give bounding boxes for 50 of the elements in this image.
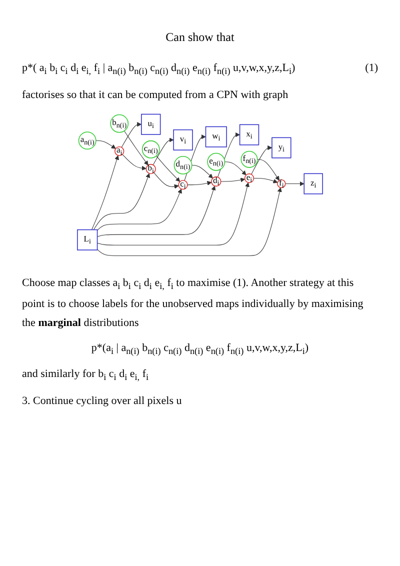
heading: Can show that — [164, 30, 236, 45]
arrow — [122, 154, 146, 171]
node-circle: f$_{n(i)}$ — [240, 151, 258, 168]
paragraph: Choose map classes a$_{i}$ b$_{i}$ c$_{i}$ d$_{i}$ e$_{i,}$ f$_{i}$ to maximise (1). Another strategy at this point is to choose labels for the unobserved maps individually by maximising the marginal distributions — [22, 276, 364, 331]
node-box: y$_{i}$ — [272, 138, 292, 159]
node-circle: c$_{n(i)}$ — [142, 140, 160, 159]
node-box: x$_{i}$ — [239, 124, 260, 146]
arrow — [97, 188, 282, 256]
node-box: z$_{i}$ — [304, 174, 323, 195]
arrow — [97, 186, 216, 238]
arrow — [124, 131, 148, 166]
node-circle: f$_{i}$ — [277, 180, 286, 189]
arrow — [93, 174, 150, 230]
arrow — [121, 122, 142, 148]
node-circle: e$_{n(i)}$ — [207, 153, 226, 172]
arrow — [156, 156, 180, 182]
formula: p*( a$_{i}$ b$_{i}$ c$_{i}$ d$_{i}$ e$_{i,}$ f$_{i}$ | a$_{n(i)}$ b$_{n(i)}$ c$_{n(i)}$ d$_{n(i)}$ e$_{n(i)}$ f$_{n(i)}$ u,v,w,x,y,z,L$_{i}$) — [22, 61, 296, 78]
arrow — [187, 181, 212, 186]
arrow — [217, 132, 240, 178]
node-box: u$_{i}$ — [141, 114, 161, 136]
node-box: L$_{i}$ — [77, 230, 98, 251]
node-circle: a$_{i}$ — [114, 146, 124, 156]
node-circle: a$_{n(i)}$ — [78, 132, 96, 150]
text-line: factorises so that it can be computed from a CPN with graph — [22, 88, 290, 103]
arrow — [285, 182, 304, 187]
node-circle: d$_{n(i)}$ — [174, 156, 192, 175]
arrow — [97, 189, 182, 232]
arrow — [251, 146, 272, 176]
arrow — [152, 138, 174, 166]
arrow — [184, 134, 206, 182]
text-line: 3. Continue cycling over all pixels u — [22, 394, 183, 410]
arrow — [97, 182, 250, 246]
node-circle: c$_{i}$ — [178, 180, 188, 190]
arrow — [96, 140, 116, 150]
text-line: and similarly for b$_{i}$ c$_{i}$ d$_{i}$ e$_{i,}$ f$_{i}$ — [22, 367, 150, 385]
node-circle: e$_{i}$ — [244, 174, 254, 184]
equation-number: (1) — [365, 61, 378, 76]
node-circle: b$_{i}$ — [146, 164, 156, 175]
node-circle: b$_{n(i)}$ — [110, 114, 129, 134]
node-circle: d$_{i}$ — [211, 176, 222, 188]
formula: p*(a$_{i}$ | a$_{n(i)}$ b$_{n(i)}$ c$_{n(i)}$ d$_{n(i)}$ e$_{n(i)}$ f$_{n(i)}$ u,v,w,x,y,z,L$_{i}$) — [90, 340, 310, 358]
node-box: w$_{i}$ — [205, 126, 227, 148]
arrow — [91, 156, 120, 230]
arrow — [220, 178, 246, 183]
arrow — [192, 165, 213, 179]
node-box: v$_{i}$ — [173, 130, 193, 151]
arrow — [154, 172, 179, 190]
arrow — [257, 160, 280, 182]
arrow — [253, 178, 278, 184]
arrow — [224, 162, 246, 176]
